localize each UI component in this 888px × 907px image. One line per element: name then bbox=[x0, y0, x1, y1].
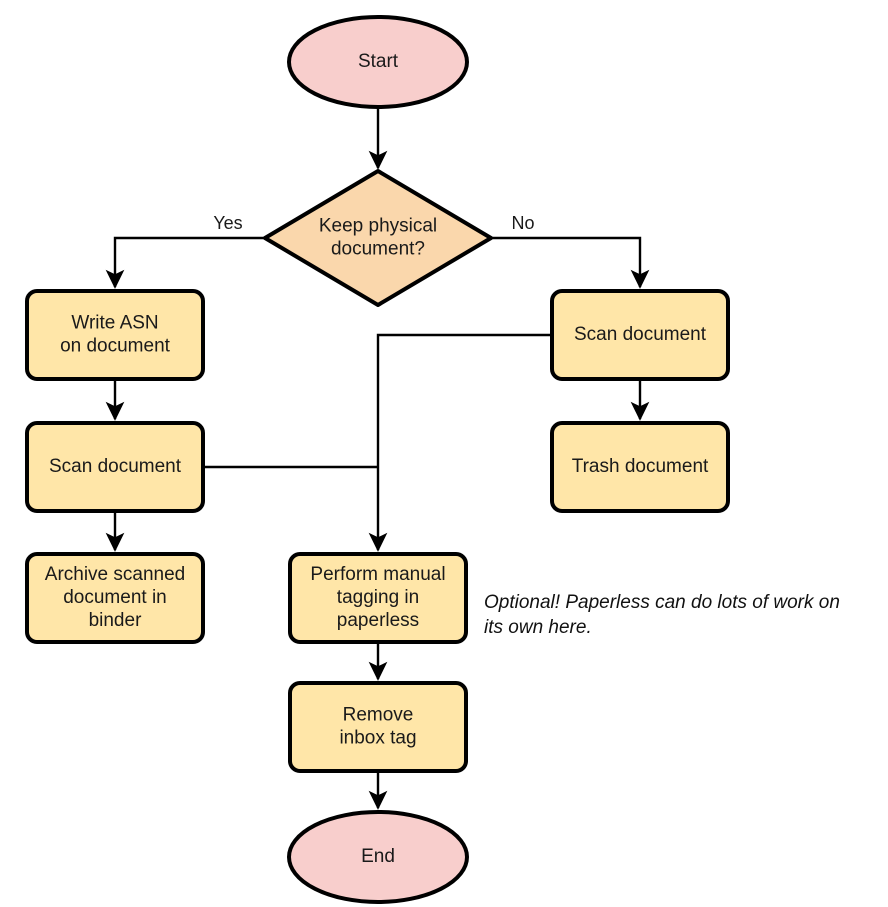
process-box-shape bbox=[550, 421, 730, 513]
process-box-shape bbox=[288, 681, 468, 773]
node-scan-document-right[interactable]: Scan document bbox=[550, 289, 730, 381]
edge-decision-yes-to-write-asn: Yes bbox=[105, 213, 265, 289]
edges-layer: Yes No bbox=[105, 107, 650, 810]
process-box-shape bbox=[25, 552, 205, 644]
annotation-optional-note: Optional! Paperless can do lots of work … bbox=[484, 592, 840, 638]
edge-line bbox=[491, 236, 650, 289]
annotations-layer: Optional! Paperless can do lots of work … bbox=[484, 592, 840, 638]
node-scan-document-left[interactable]: Scan document bbox=[25, 421, 205, 513]
edge-decision-no-to-scan-right: No bbox=[491, 213, 650, 289]
node-label: Trash document bbox=[572, 456, 709, 477]
node-trash-document[interactable]: Trash document bbox=[550, 421, 730, 513]
process-box-shape bbox=[288, 552, 468, 644]
terminal-ellipse-shape bbox=[287, 810, 469, 904]
edge-label-yes: Yes bbox=[213, 213, 242, 233]
edge-line bbox=[105, 236, 265, 289]
node-start[interactable]: Start bbox=[287, 15, 469, 109]
node-label: End bbox=[361, 846, 395, 867]
edge-scan-right-to-manual-tagging bbox=[368, 333, 552, 552]
process-box-shape bbox=[25, 421, 205, 513]
process-box-shape bbox=[550, 289, 730, 381]
node-label: Scan document bbox=[574, 324, 707, 345]
decision-diamond-shape bbox=[263, 169, 493, 307]
node-label: Scan document bbox=[49, 456, 182, 477]
process-box-shape bbox=[25, 289, 205, 381]
terminal-ellipse-shape bbox=[287, 15, 469, 109]
edge-line bbox=[368, 333, 552, 552]
node-label: Start bbox=[358, 51, 399, 72]
node-end[interactable]: End bbox=[287, 810, 469, 904]
edge-label-no: No bbox=[511, 213, 534, 233]
